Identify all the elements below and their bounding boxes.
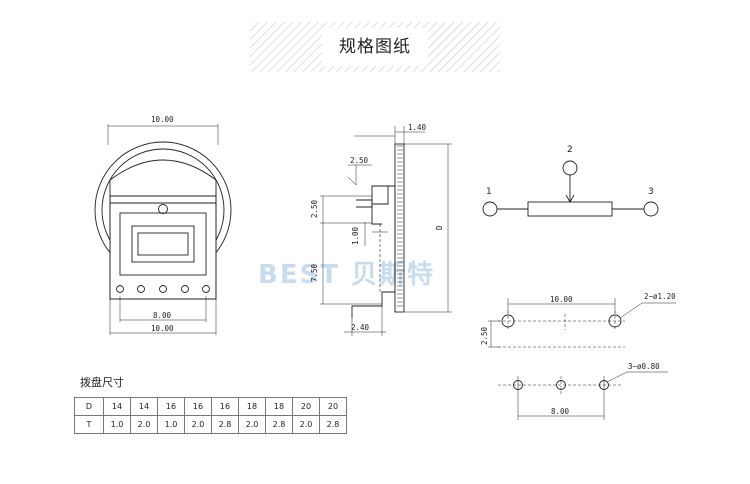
dim-side-base: 2.40	[351, 323, 370, 332]
dim-front-width-top: 10.00	[151, 115, 174, 124]
table-row: D 14 14 16 16 16 18 18 20 20	[74, 397, 347, 416]
schematic-pin1-label: 1	[486, 187, 492, 197]
table-cell: 14	[130, 397, 158, 416]
table-cell: 2.0	[292, 415, 320, 434]
pcb-pin-holes	[498, 371, 668, 420]
table-cell: 2.0	[184, 415, 212, 434]
banner-hatch	[250, 22, 500, 72]
table-cell: 1.0	[103, 415, 131, 434]
dim-pin-holes: 3−ø0.80	[628, 362, 660, 371]
front-view	[94, 124, 232, 335]
table-cell: 2.8	[211, 415, 239, 434]
table-cell: 18	[265, 397, 293, 416]
table-row-label: D	[74, 397, 104, 416]
pcb-mount-holes	[488, 298, 676, 348]
dim-side-offset: 2.50	[350, 156, 369, 165]
dim-pcb-row-spacing: 2.50	[480, 326, 489, 345]
table-cell: 16	[184, 397, 212, 416]
table-cell: 1.0	[157, 415, 185, 434]
dial-size-table: D 14 14 16 16 16 18 18 20 20 T 1.0 2.0 1…	[74, 397, 347, 434]
side-view	[320, 126, 452, 336]
dial-size-title: 拨盘尺寸	[80, 376, 124, 389]
schematic-symbol	[482, 160, 659, 217]
table-cell: 20	[319, 397, 347, 416]
schematic-pin2-label: 2	[567, 145, 573, 155]
dim-pcb-holes: 2−ø1.20	[644, 292, 676, 301]
watermark: BEST 贝斯特	[258, 259, 435, 290]
dim-front-width-bottom: 10.00	[151, 324, 174, 333]
dim-side-diameter: D	[435, 225, 444, 230]
table-cell: 20	[292, 397, 320, 416]
table-row-label: T	[74, 415, 104, 434]
dim-side-height-b: 7.50	[310, 263, 319, 282]
table-cell: 2.8	[265, 415, 293, 434]
table-cell: 16	[211, 397, 239, 416]
dim-pcb-span: 10.00	[550, 295, 573, 304]
dim-side-pin-pitch: 1.00	[351, 226, 360, 245]
table-cell: 2.0	[130, 415, 158, 434]
table-cell: 16	[157, 397, 185, 416]
header-banner: 规格图纸	[250, 22, 500, 72]
dim-front-pitch: 8.00	[153, 311, 172, 320]
schematic-pin3-label: 3	[648, 187, 654, 197]
table-row: T 1.0 2.0 1.0 2.0 2.8 2.0 2.8 2.0 2.8	[74, 415, 347, 434]
page-title: 规格图纸	[339, 37, 411, 57]
dim-side-height-a: 2.50	[310, 199, 319, 218]
table-cell: 18	[238, 397, 266, 416]
table-cell: 2.0	[238, 415, 266, 434]
table-cell: 14	[103, 397, 131, 416]
table-cell: 2.8	[319, 415, 347, 434]
dim-side-thickness: 1.40	[408, 123, 427, 132]
dim-pin-span: 8.00	[551, 407, 570, 416]
